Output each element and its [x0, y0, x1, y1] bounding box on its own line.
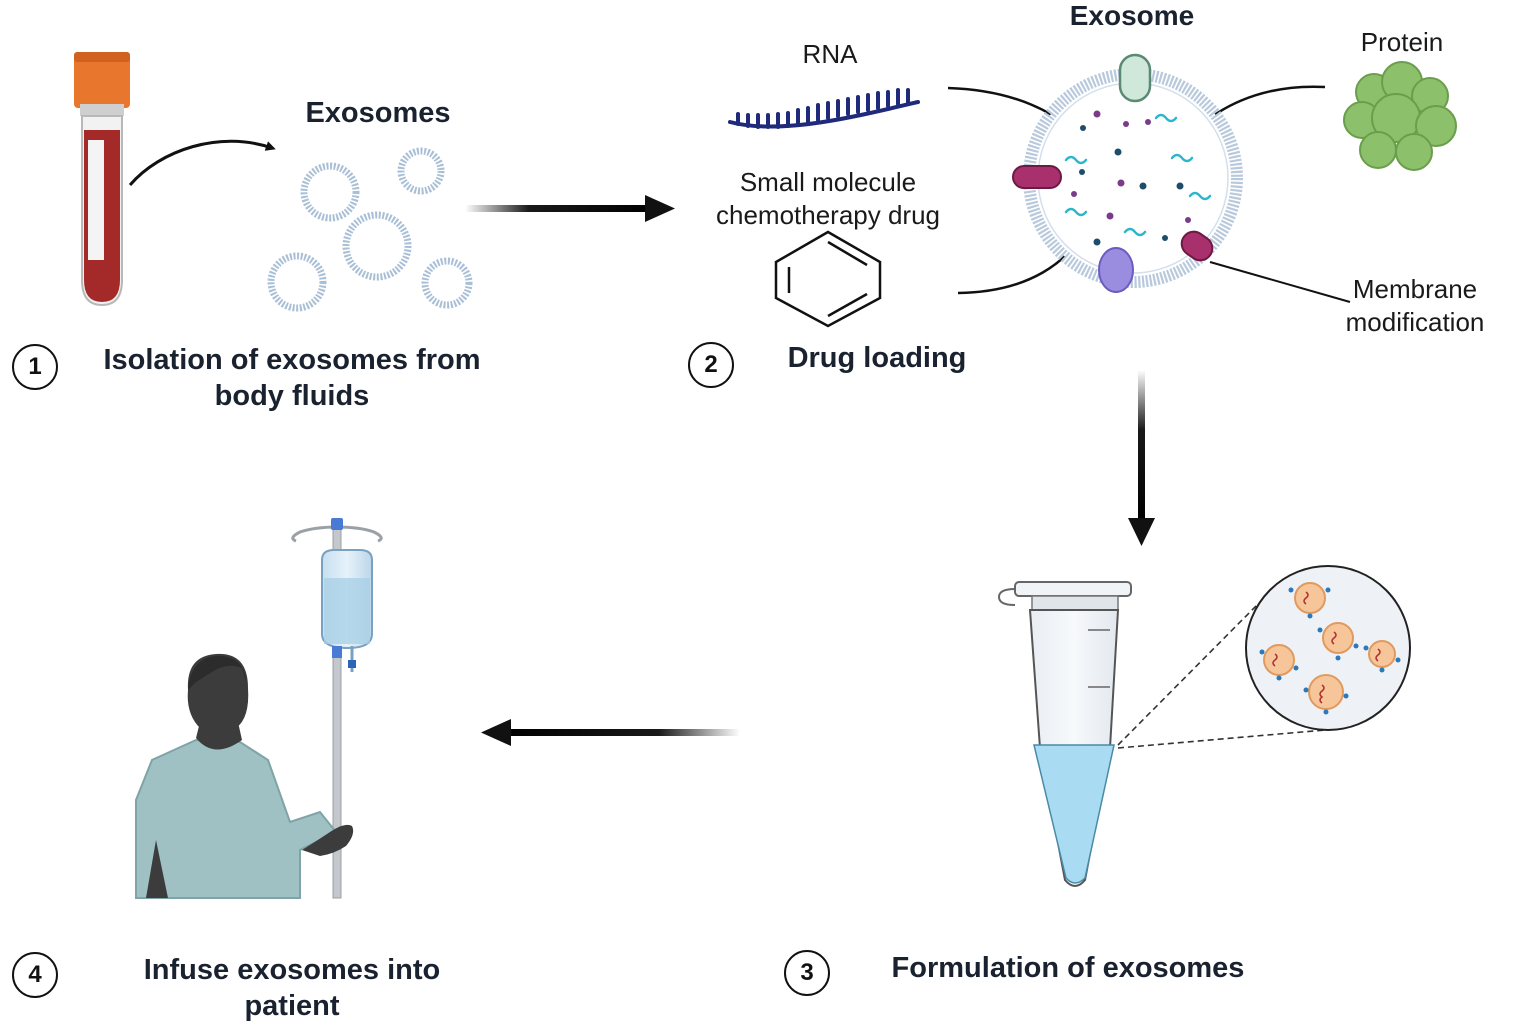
step-3-badge: 3: [784, 950, 830, 996]
loaded-exosome-icon: [1012, 53, 1243, 293]
patient-figure-icon: [135, 653, 354, 899]
iv-stand-icon: [291, 518, 383, 899]
membrane-pointer-line: [1209, 261, 1351, 303]
step-4-title-line1: Infuse exosomes into: [143, 954, 441, 986]
membrane-modification-line2: modification: [1345, 307, 1485, 337]
small-molecule-label-line2: chemotherapy drug: [715, 200, 941, 230]
step-1-title-line2: body fluids: [214, 380, 370, 412]
exosome-heading: Exosome: [1069, 0, 1195, 31]
step-1-badge: 1: [12, 344, 58, 390]
step-2-title: Drug loading: [787, 342, 967, 374]
step-4-badge: 4: [12, 952, 58, 998]
step-3-title: Formulation of exosomes: [891, 952, 1245, 984]
rna-icon: [728, 88, 920, 129]
curved-arrow-1: [128, 139, 276, 186]
blood-tube-icon: [74, 52, 130, 307]
protein-icon: [1343, 61, 1457, 171]
step-2-badge: 2: [688, 342, 734, 388]
exosome-vesicles-icon: [267, 147, 473, 312]
arrow-step2-to-step3: [1138, 370, 1145, 520]
membrane-modification-line1: Membrane: [1352, 274, 1478, 304]
protein-label: Protein: [1360, 27, 1444, 57]
arrow-step3-to-step4: [508, 729, 740, 736]
exosomes-heading: Exosomes: [305, 97, 451, 129]
microcentrifuge-tube-icon: [997, 581, 1132, 887]
zoom-line-bottom: [1117, 729, 1326, 749]
small-molecule-label-line1: Small molecule: [739, 167, 917, 197]
zoom-line-top: [1117, 603, 1259, 746]
benzene-ring-icon: [774, 230, 882, 328]
rna-label: RNA: [802, 39, 858, 69]
step-1-title-line1: Isolation of exosomes from: [103, 344, 481, 376]
arrow-step1-to-step2: [465, 205, 647, 212]
zoom-circle-exosomes-icon: [1245, 565, 1411, 731]
step-4-title-line2: patient: [244, 990, 340, 1022]
